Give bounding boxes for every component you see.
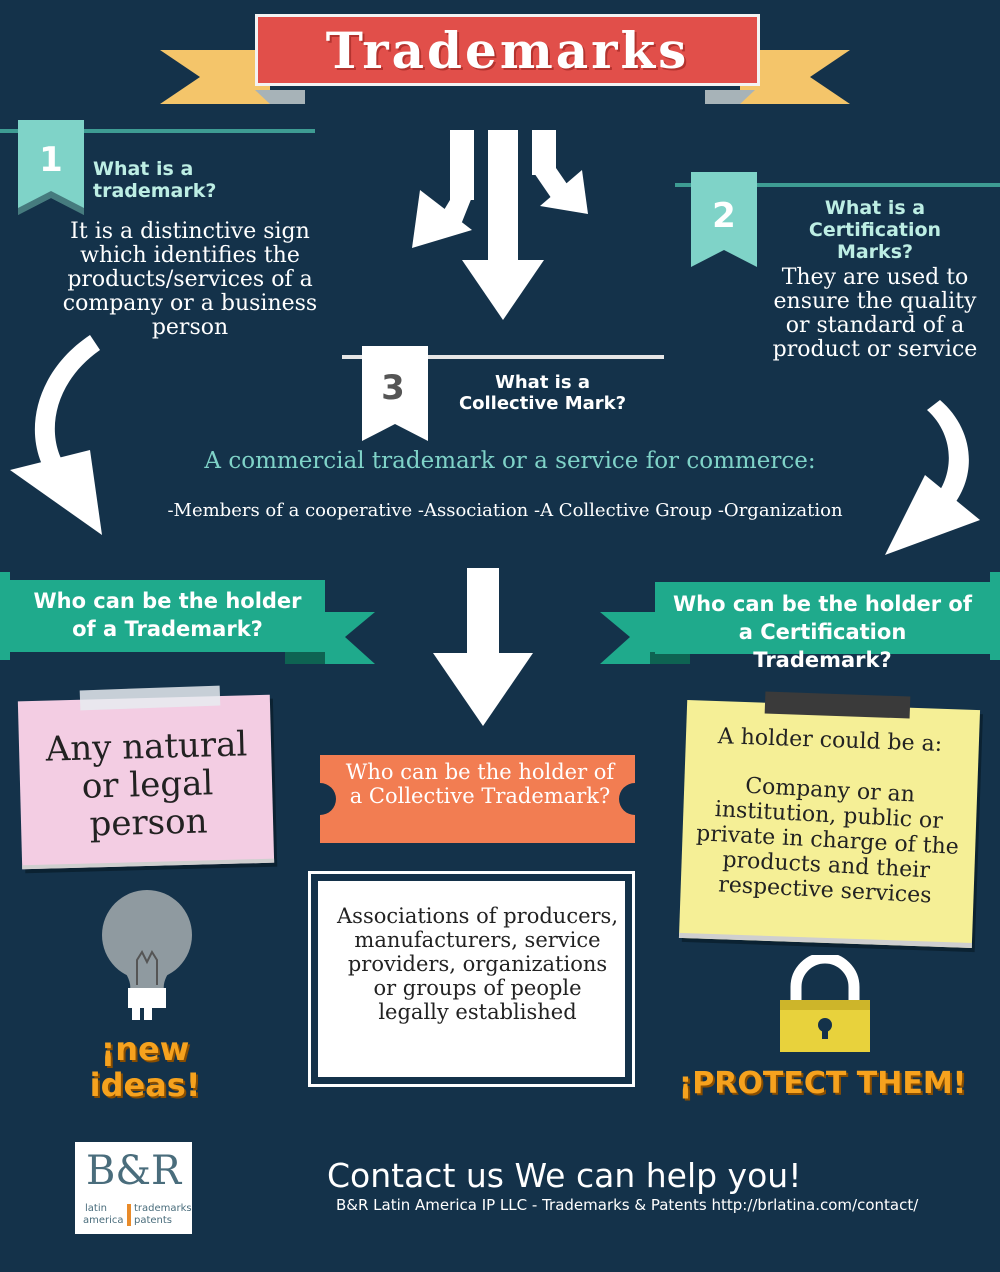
section2-answer: They are used to ensure the quality or s… <box>772 265 978 362</box>
holder-collective-question: Who can be the holder of a Collective Tr… <box>345 760 615 808</box>
logo-sub-right-2: patents <box>134 1215 173 1226</box>
section1-number: 1 <box>39 140 63 180</box>
logo-sub-right-1: trademarks <box>134 1203 192 1214</box>
holder-trademark-question: Who can be the holder of a Trademark? <box>33 589 302 641</box>
three-arrows-icon <box>412 130 588 320</box>
slogan-new: ¡new <box>100 1030 190 1068</box>
section3-number: 3 <box>381 368 405 408</box>
section2-rule <box>675 183 1000 187</box>
section1-rule <box>0 129 315 133</box>
curved-arrow-left-icon <box>10 335 102 535</box>
holder-collective-answer: Associations of producers, manufacturers… <box>337 904 618 1024</box>
down-arrow-icon <box>433 568 533 726</box>
slogan-protect: ¡PROTECT THEM! <box>678 1066 967 1101</box>
title-ribbon-tails <box>160 50 850 104</box>
section3-number-flag <box>362 346 428 441</box>
holder-collective-box <box>308 871 635 1087</box>
logo-letters: B&R <box>85 1148 182 1194</box>
company-logo: B&R latin america trademarks patents <box>75 1142 192 1234</box>
holder-trademark-ribbon <box>0 572 375 664</box>
light-bulb-icon <box>102 890 192 1020</box>
holder-certification-ribbon <box>600 572 1000 664</box>
section2-question: What is a Certification Marks? <box>808 197 942 263</box>
logo-divider <box>127 1204 131 1226</box>
holder-collective-ticket <box>320 755 635 843</box>
section2-number-flag <box>691 172 757 267</box>
holder-trademark-answer: Any natural or legal person <box>45 724 248 845</box>
page-title: Trademarks <box>255 14 760 86</box>
section3-question: What is a Collective Mark? <box>458 372 627 414</box>
company-line[interactable]: B&R Latin America IP LLC - Trademarks & … <box>336 1196 919 1214</box>
holder-certification-answer: Company or an institution, public or pri… <box>695 773 960 909</box>
section1-answer: It is a distinctive sign which identifie… <box>62 219 318 340</box>
slogan-ideas: ideas! <box>89 1066 201 1104</box>
contact-heading: Contact us We can help you! <box>327 1156 802 1195</box>
curved-arrow-right-icon <box>885 400 980 555</box>
section3-answer: A commercial trademark or a service for … <box>204 448 816 474</box>
logo-sub-left-1: latin <box>85 1203 107 1214</box>
section3-examples: -Members of a cooperative -Association -… <box>167 500 843 521</box>
padlock-icon <box>780 955 870 1052</box>
section3-rule <box>342 355 664 359</box>
section1-number-flag <box>18 120 84 215</box>
holder-certification-question: Who can be the holder of a Certification… <box>673 592 972 672</box>
section1-question: What is a trademark? <box>93 158 217 202</box>
logo-sub-left-2: america <box>83 1215 124 1226</box>
section2-number: 2 <box>712 196 736 236</box>
